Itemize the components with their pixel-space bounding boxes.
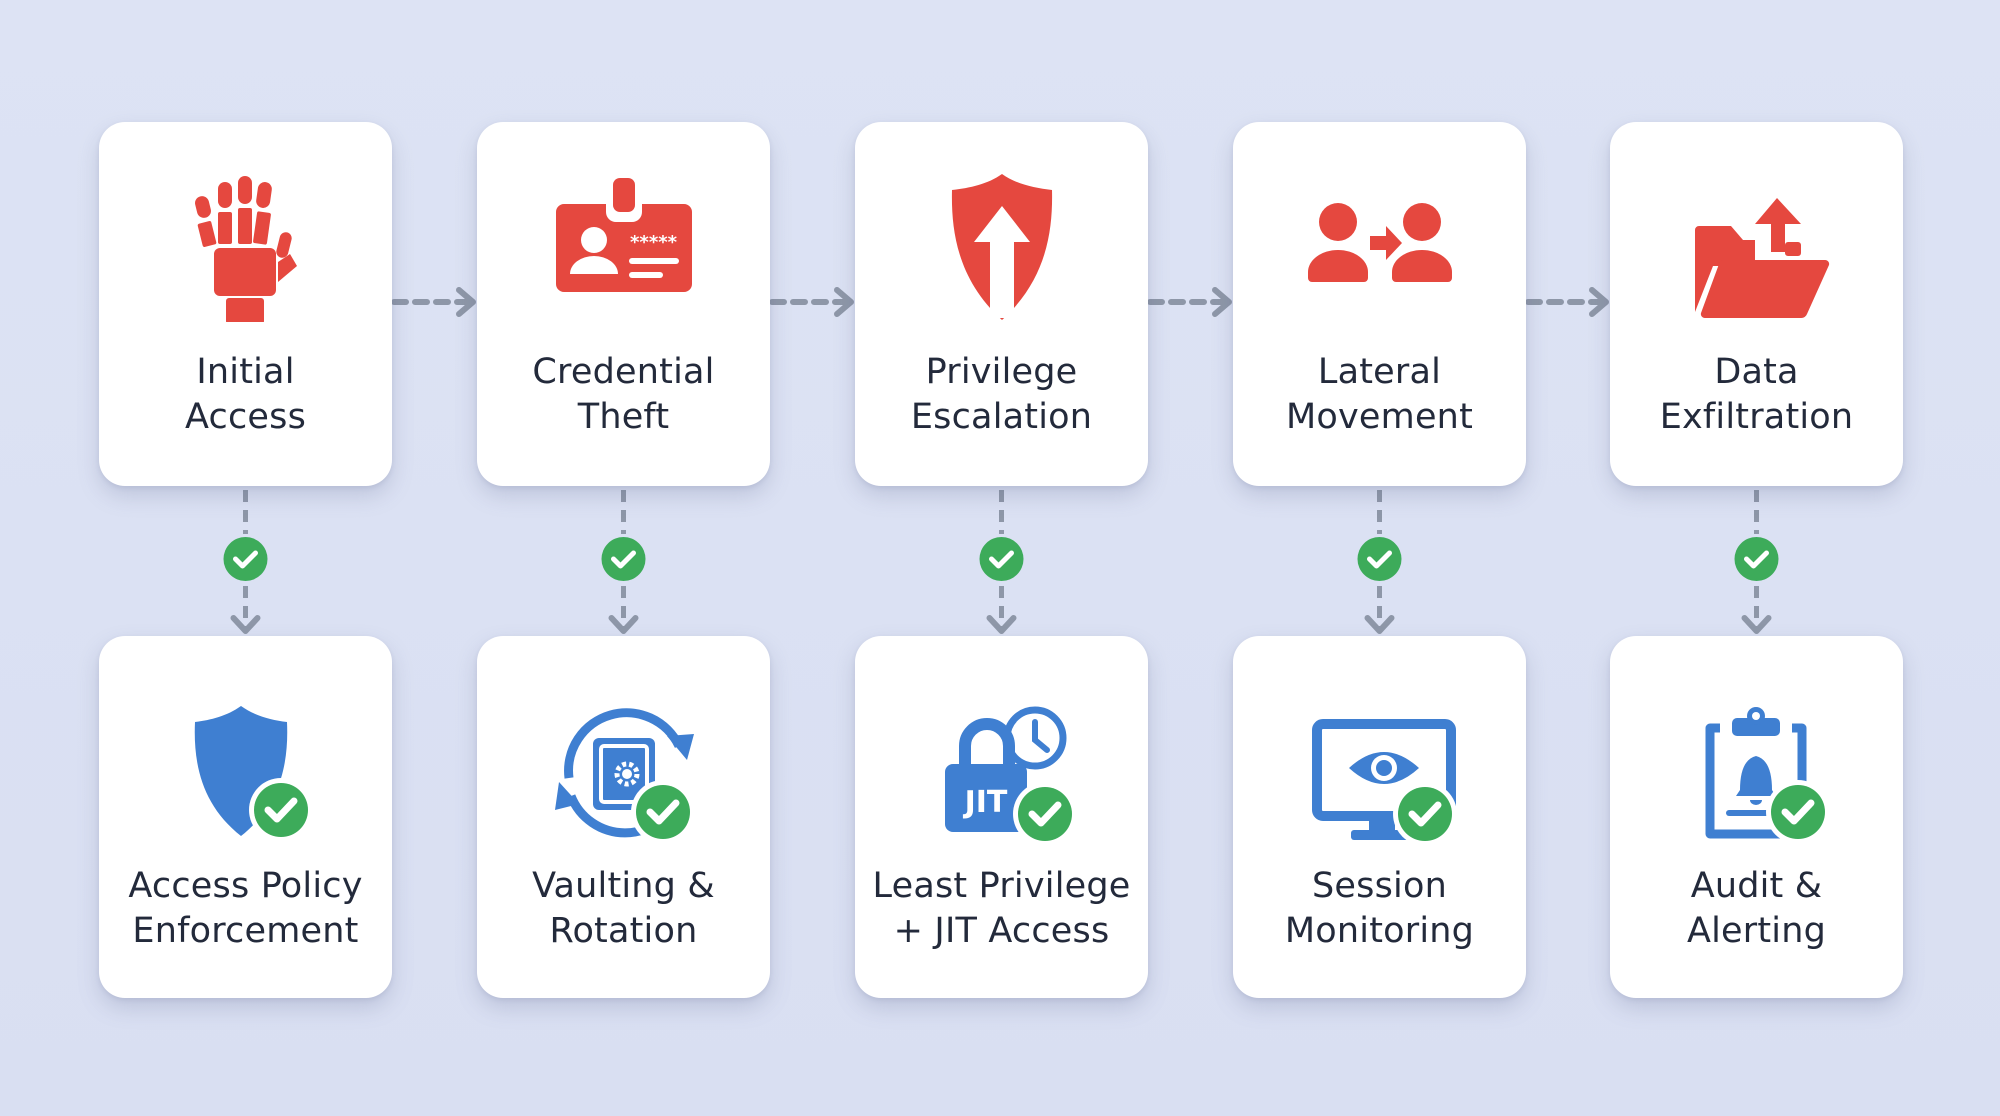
- clipboard-bell-icon: [1705, 707, 1830, 844]
- control-label: Session Monitoring: [1284, 866, 1475, 951]
- attack-step-data-exfiltration[interactable]: Data Exfiltration: [1610, 122, 1903, 486]
- control-label: Least Privilege + JIT Access: [872, 866, 1131, 951]
- control-label: Audit & Alerting: [1686, 866, 1827, 951]
- control-session-monitoring[interactable]: Session Monitoring: [1233, 636, 1526, 998]
- monitor-eye-icon: [1311, 719, 1457, 846]
- attack-step-label: Lateral Movement: [1286, 352, 1473, 437]
- attack-step-label: Credential Theft: [532, 352, 715, 437]
- jit-lock-clock-icon: JIT: [944, 706, 1077, 846]
- control-label: Access Policy Enforcement: [128, 866, 363, 951]
- attack-step-label: Privilege Escalation: [910, 352, 1093, 437]
- shield-check-icon: [194, 706, 313, 842]
- attack-step-lateral-movement[interactable]: Lateral Movement: [1233, 122, 1526, 486]
- control-label: Vaulting & Rotation: [532, 866, 715, 951]
- attack-step-label: Initial Access: [184, 352, 307, 437]
- attack-step-initial-access[interactable]: Initial Access: [99, 122, 392, 486]
- attack-step-label: Data Exfiltration: [1659, 352, 1854, 437]
- shield-up-arrow-icon: [951, 174, 1052, 320]
- id-badge-password-icon: *****: [555, 178, 692, 292]
- control-vaulting-rotation[interactable]: Vaulting & Rotation: [477, 636, 770, 998]
- raised-hand-icon: [194, 176, 297, 322]
- control-least-privilege-jit[interactable]: JIT Least Privilege + JIT Access: [855, 636, 1148, 998]
- vault-rotate-icon: [554, 708, 695, 844]
- user-to-user-icon: [1307, 203, 1452, 282]
- folder-upload-icon: [1694, 198, 1829, 319]
- control-access-policy-enforcement[interactable]: Access Policy Enforcement: [99, 636, 392, 998]
- jit-text: JIT: [962, 785, 1007, 820]
- attack-step-privilege-escalation[interactable]: Privilege Escalation: [855, 122, 1148, 486]
- password-stars: *****: [630, 232, 678, 253]
- control-audit-alerting[interactable]: Audit & Alerting: [1610, 636, 1903, 998]
- attack-step-credential-theft[interactable]: ***** Credential Theft: [477, 122, 770, 486]
